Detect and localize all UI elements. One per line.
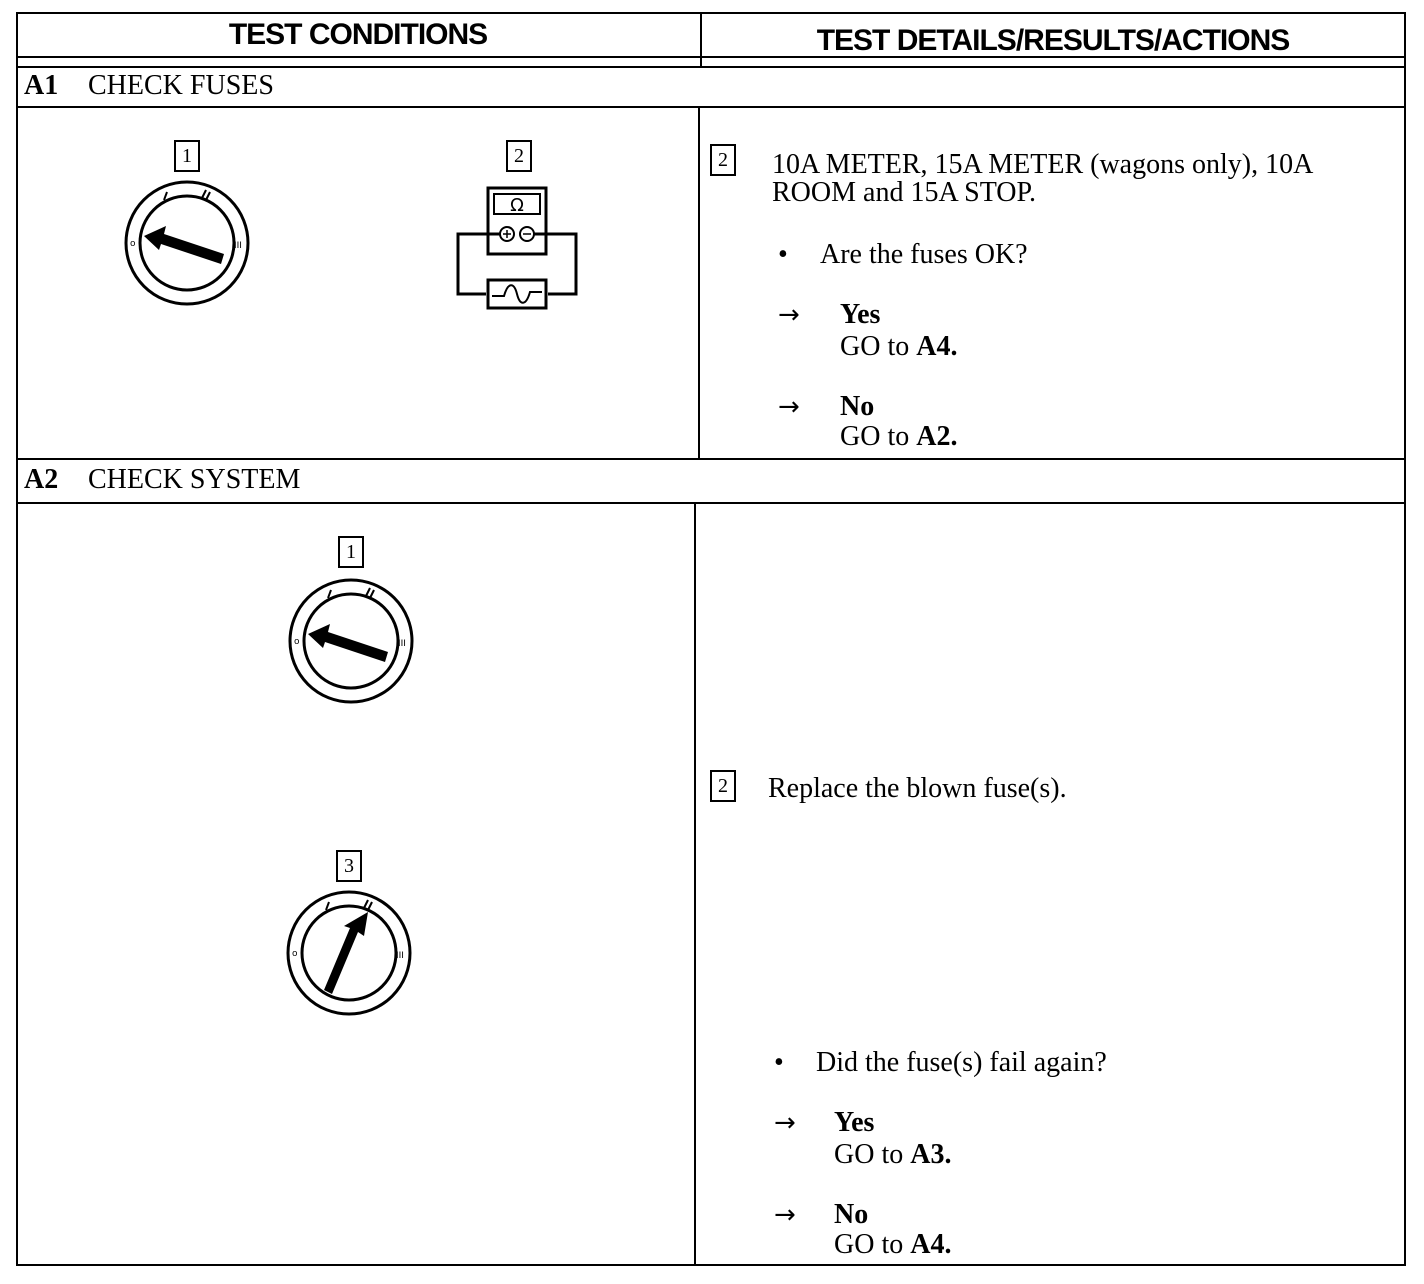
header-test-details: TEST DETAILS/RESULTS/ACTIONS: [816, 24, 1291, 57]
ignition-key-switch-icon: o III: [288, 578, 414, 704]
section-a2-title: A2 CHECK SYSTEM: [24, 460, 300, 500]
a2-title-divider: [16, 502, 1406, 504]
a2-no-action-prefix: GO to: [834, 1229, 904, 1260]
section-a1-title: A1 CHECK FUSES: [24, 66, 274, 106]
a2-yes-arrow: →: [774, 1108, 796, 1138]
a1-no-action-target: A2.: [916, 421, 958, 452]
a1-yes-arrow: →: [778, 300, 800, 330]
a1-no-action: GO to A2.: [840, 422, 957, 452]
svg-text:III: III: [396, 951, 404, 961]
section-a2-name: CHECK SYSTEM: [88, 464, 301, 495]
a2-no-arrow: →: [774, 1200, 796, 1230]
a1-yes-action-prefix: GO to: [840, 331, 910, 362]
a2-no-label: No: [834, 1199, 869, 1230]
a1-no-label: No: [840, 391, 875, 422]
section-a1-id: A1: [24, 70, 59, 101]
a2-column-divider: [694, 502, 696, 1266]
a2-yes-action-target: A3.: [910, 1139, 952, 1170]
a1-column-divider: [698, 106, 700, 458]
a1-bottom-divider: [16, 458, 1406, 460]
a1-question-bullet: •: [778, 239, 788, 270]
a1-step-text-line2: ROOM and 15A STOP.: [772, 177, 1036, 208]
ignition-key-switch-icon: o III: [124, 180, 250, 306]
a1-yes-action: GO to A4.: [840, 332, 957, 362]
svg-text:o: o: [130, 239, 136, 249]
a2-yes-action: GO to A3.: [834, 1140, 951, 1170]
a1-title-divider: [16, 106, 1406, 108]
ohmmeter-icon: Ω: [456, 186, 578, 310]
a2-no-action: GO to A4.: [834, 1230, 951, 1260]
svg-text:o: o: [292, 949, 298, 959]
header-divider-2: [16, 66, 1406, 68]
svg-text:III: III: [398, 639, 406, 649]
section-a1-name: CHECK FUSES: [88, 70, 274, 101]
a2-figure-label-1: 1: [338, 536, 364, 568]
a2-step-text: Replace the blown fuse(s).: [768, 773, 1067, 804]
ohm-symbol: Ω: [510, 195, 524, 216]
svg-text:o: o: [294, 637, 300, 647]
a2-yes-action-prefix: GO to: [834, 1139, 904, 1170]
a2-question: Did the fuse(s) fail again?: [816, 1047, 1107, 1078]
a2-step-box: 2: [710, 770, 736, 802]
a2-figure-label-3: 3: [336, 850, 362, 882]
a2-yes-label: Yes: [834, 1107, 875, 1138]
a2-question-bullet: •: [774, 1047, 784, 1078]
a1-no-arrow: →: [778, 392, 800, 422]
a1-figure-label-1: 1: [174, 140, 200, 172]
a1-step-box: 2: [710, 144, 736, 176]
a1-yes-label: Yes: [840, 299, 881, 330]
table-border: [16, 12, 1406, 1266]
header-divider: [16, 56, 1406, 58]
a2-no-action-target: A4.: [910, 1229, 952, 1260]
svg-text:III: III: [234, 241, 242, 251]
a1-question: Are the fuses OK?: [820, 239, 1028, 270]
diagnostic-table: TEST CONDITIONS TEST DETAILS/RESULTS/ACT…: [16, 12, 1406, 1266]
a1-figure-label-2: 2: [506, 140, 532, 172]
header-column-divider: [700, 12, 702, 67]
section-a2-id: A2: [24, 464, 59, 495]
a1-step-text-line1: 10A METER, 15A METER (wagons only), 10A: [772, 149, 1314, 180]
ignition-key-switch-icon: o III: [286, 890, 412, 1016]
header-test-conditions: TEST CONDITIONS: [228, 18, 488, 51]
a1-yes-action-target: A4.: [916, 331, 958, 362]
a1-no-action-prefix: GO to: [840, 421, 910, 452]
